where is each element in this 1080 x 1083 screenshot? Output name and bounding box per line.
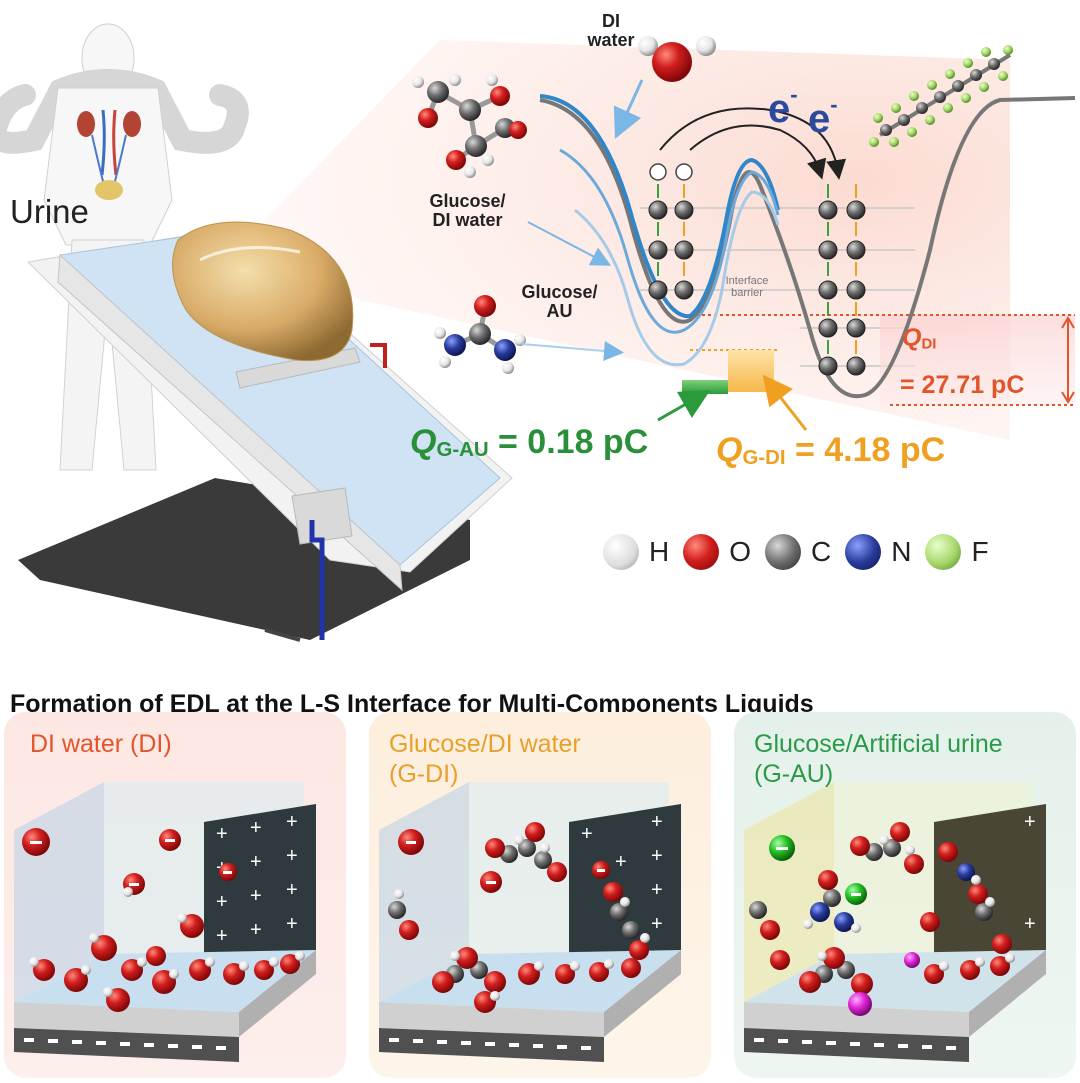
- oxygen-atom-icon: [683, 534, 720, 570]
- glucose-di-water-label: Glucose/ DI water: [429, 191, 506, 230]
- legend-item-o: O: [683, 534, 751, 570]
- svg-text:+: +: [651, 913, 663, 935]
- svg-text:+: +: [1024, 913, 1036, 935]
- di-water-curve: [539, 94, 780, 319]
- svg-text:+: +: [250, 919, 262, 941]
- svg-text:+: +: [1024, 811, 1036, 833]
- zoom-beam: [245, 40, 1010, 440]
- panel-label-di: DI water (DI): [30, 730, 172, 758]
- svg-text:+: +: [216, 925, 228, 947]
- svg-text:+: +: [581, 823, 593, 845]
- interface-barrier-label: Interface barrier: [725, 275, 769, 299]
- edl-illustration-g-di: + + + + + +: [379, 782, 681, 1062]
- svg-text:+: +: [286, 845, 298, 867]
- panel-label-g-au: Glucose/Artificial urine (G-AU): [754, 730, 1003, 788]
- electron-symbol-1: e-: [768, 82, 798, 131]
- glucose-au-curve: [574, 190, 780, 367]
- svg-text:+: +: [651, 811, 663, 833]
- panel-glucose-di-water: + + + + + + Glucose/DI water (G-DI): [369, 712, 711, 1078]
- svg-text:+: +: [286, 811, 298, 833]
- urine-label: Urine: [10, 193, 89, 230]
- legend-item-h: H: [603, 534, 669, 570]
- urine-droplet: [172, 221, 354, 362]
- energy-diagram: [521, 79, 1076, 431]
- q-g-di-bar: [728, 350, 774, 392]
- legend-item-f: F: [925, 534, 989, 570]
- panel-glucose-artificial-urine: ++ Glucose/Artificial urine (G-AU): [734, 712, 1076, 1078]
- electron-symbol-2: e-: [808, 92, 838, 141]
- edl-illustration-di: +++ +++ +++ +++: [14, 782, 316, 1062]
- atom-legend: H O C N F: [603, 530, 1003, 574]
- teng-device: [18, 221, 513, 642]
- svg-text:+: +: [651, 879, 663, 901]
- ptfe-molecule: [869, 45, 1013, 147]
- svg-text:+: +: [286, 913, 298, 935]
- panel-label-g-di: Glucose/DI water (G-DI): [389, 730, 581, 788]
- svg-text:+: +: [250, 851, 262, 873]
- svg-text:+: +: [216, 823, 228, 845]
- nitrogen-atom-icon: [845, 534, 882, 570]
- svg-text:+: +: [286, 879, 298, 901]
- svg-text:+: +: [216, 891, 228, 913]
- q-g-di-label: QG-DI = 4.18 pC: [716, 431, 946, 470]
- glucose-molecule: [412, 74, 527, 178]
- q-di-value: = 27.71 pC: [900, 371, 1025, 399]
- hydrogen-atom-icon: [603, 534, 639, 570]
- electron-grid: [648, 163, 866, 376]
- q-di-label: QDI: [902, 324, 937, 353]
- svg-text:+: +: [651, 845, 663, 867]
- svg-text:+: +: [250, 817, 262, 839]
- di-water-label: DI water: [587, 11, 635, 50]
- legend-item-n: N: [845, 534, 911, 570]
- svg-text:+: +: [250, 885, 262, 907]
- water-molecule: [638, 36, 716, 82]
- legend-item-c: C: [765, 534, 831, 570]
- panel-di-water: +++ +++ +++ +++ DI water (DI): [4, 712, 346, 1078]
- q-g-au-label: QG-AU = 0.18 pC: [410, 423, 649, 462]
- glucose-au-label: Glucose/ AU: [521, 282, 598, 321]
- glucose-di-curve: [559, 148, 780, 334]
- carbon-atom-icon: [765, 534, 802, 570]
- svg-text:+: +: [615, 851, 627, 873]
- urea-molecule: [434, 295, 526, 374]
- q-g-au-bar: [682, 380, 728, 394]
- q-di-region: [880, 315, 1075, 405]
- edl-illustration-g-au: ++: [744, 782, 1046, 1062]
- fluorine-atom-icon: [925, 534, 962, 570]
- solid-potential-curve: [539, 96, 1076, 399]
